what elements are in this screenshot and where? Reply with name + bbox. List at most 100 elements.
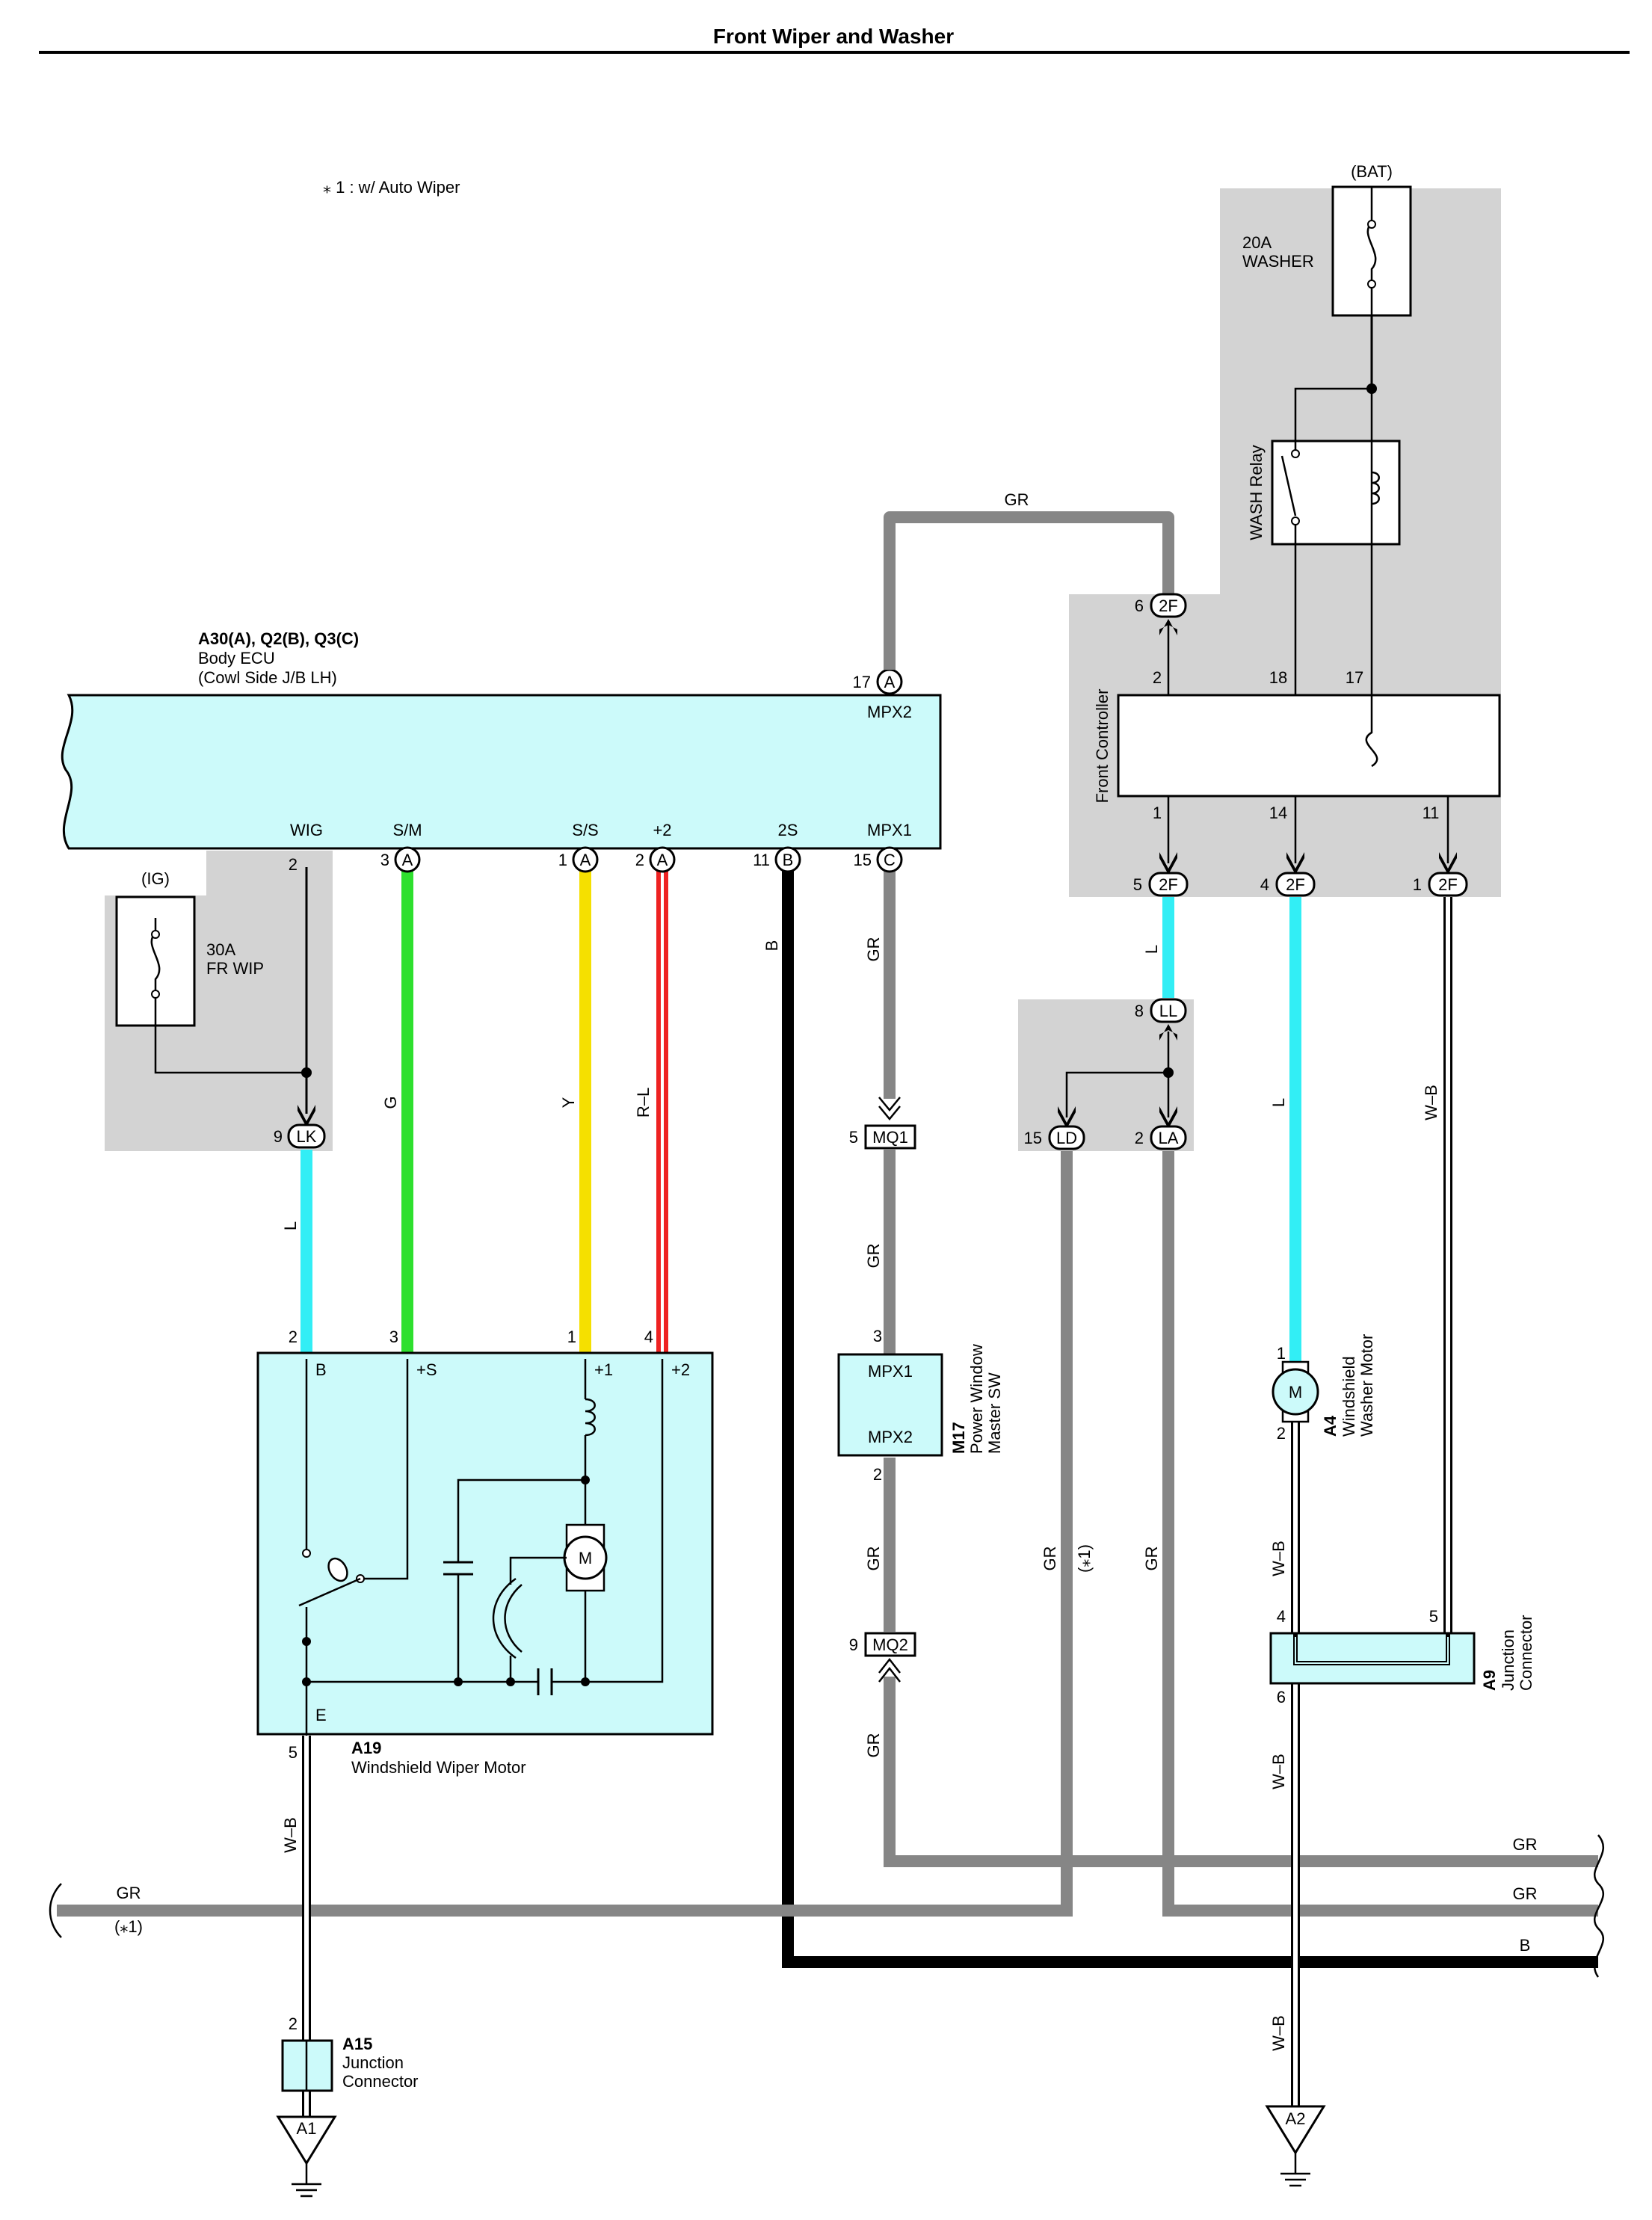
connector-2f-a-code: 2F	[1159, 875, 1178, 894]
jc-a15-pin: 2	[289, 2014, 298, 2033]
connector-mq2-arrow	[878, 1657, 901, 1683]
wiper-pin-4-num: 4	[644, 1328, 653, 1346]
wire-gr-mq1-label: GR	[864, 1244, 883, 1268]
wire-wb-a9-label: W–B	[1269, 1754, 1288, 1789]
connector-lk	[287, 1123, 326, 1149]
wiper-pin-1-label: +1	[594, 1360, 613, 1379]
pw-switch-name2: Master SW	[985, 1372, 1004, 1454]
connector-2f-a-arrow	[1159, 852, 1177, 875]
auto-wiper-note: ⁎ 1 : w/ Auto Wiper	[323, 178, 460, 197]
connector-2f-top	[1150, 593, 1187, 618]
wire-wb-washer-label: W–B	[1269, 1541, 1288, 1576]
pw-switch-pin-out: 2	[873, 1465, 882, 1484]
relay-switch-contact	[1291, 517, 1300, 525]
wiper-pin-4-label: +2	[671, 1360, 690, 1379]
wiper-pin-s-label: +S	[416, 1360, 437, 1379]
connector-2f-c-arrow	[1439, 852, 1457, 875]
jc-a9-box	[1269, 1632, 1476, 1685]
wire-gr-bus1-label: GR	[1513, 1835, 1538, 1854]
connector-ld-num: 15	[1024, 1129, 1042, 1147]
connector-ll-num: 8	[1135, 1002, 1144, 1020]
ecu-pin-sm-conn: A	[402, 851, 413, 869]
ecu-pin-ss-conn: A	[580, 851, 591, 869]
wire-wb-wiper-label: W–B	[281, 1817, 300, 1853]
wire-gr-mpx2-label: GR	[1005, 490, 1029, 509]
jc-a15-name2: Connector	[342, 2072, 419, 2091]
pw-switch-label1: MPX1	[868, 1362, 913, 1381]
connector-mq2-code: MQ2	[872, 1635, 908, 1654]
ecu-pin-mpx1-marker	[876, 846, 903, 873]
jc-a9-pin4: 4	[1277, 1607, 1286, 1626]
fuse-bat-term-top	[1367, 220, 1376, 229]
wire-gr-bus3-label: GR	[1513, 1884, 1538, 1903]
connector-mq1-code: MQ1	[872, 1128, 908, 1147]
wire-gr-bus3	[1162, 1151, 1598, 1917]
ecu-pin-mpx1-num: 15	[854, 851, 872, 869]
washer-motor-id: A4	[1321, 1415, 1340, 1437]
wire-gr-mpx2	[884, 511, 1174, 670]
fc-top-pin-2: 2	[1153, 668, 1162, 687]
wiper-pin-e-num: 5	[289, 1743, 298, 1762]
lk-arrow	[298, 1105, 315, 1127]
washer-motor-name2: Washer Motor	[1357, 1334, 1376, 1437]
connector-la-arrow	[1159, 1106, 1177, 1129]
connector-mq1	[864, 1124, 916, 1150]
ecu-pin-2s-conn: B	[783, 851, 794, 869]
fuse-bat-source: (BAT)	[1351, 162, 1393, 181]
wire-wb-a2-label: W–B	[1269, 2015, 1288, 2051]
jc-a15-id: A15	[342, 2035, 372, 2053]
wire-l-2f-ll-label: L	[1142, 945, 1161, 954]
ecu-pin-mpx2-conn: A	[884, 673, 896, 691]
connector-la	[1150, 1125, 1187, 1150]
ecu-pin-mpx2-num: 17	[853, 673, 871, 691]
washer-motor-circle	[1272, 1368, 1319, 1416]
wiper-pin-e-label: E	[315, 1706, 327, 1724]
left-break-mark	[49, 1883, 62, 1938]
wire-g-label: G	[381, 1096, 400, 1109]
fuse-ig-wire	[154, 998, 306, 1074]
connector-mq2	[864, 1632, 916, 1657]
ecu-pin-plus2-num: 2	[635, 851, 644, 869]
fc-bot-pin-11: 11	[1423, 804, 1440, 822]
relay-switch-blade	[1280, 455, 1297, 517]
jc-a15-name1: Junction	[342, 2053, 404, 2072]
jc-a9-id: A9	[1480, 1670, 1499, 1691]
front-controller-internal	[1365, 695, 1378, 768]
wire-gr-bus2-label: GR	[117, 1884, 141, 1902]
jb-splice	[1163, 1067, 1174, 1078]
fc-bot-pin-14: 14	[1269, 804, 1287, 822]
connector-2f-c-num: 1	[1413, 875, 1422, 894]
fuse-ig-splice	[301, 1067, 312, 1078]
wire-gr-m17-label: GR	[864, 1547, 883, 1571]
connector-la-num: 2	[1135, 1129, 1144, 1147]
washer-motor-m: M	[1289, 1383, 1302, 1402]
wiper-motor-box	[256, 1351, 714, 1736]
ecu-pin-2s-marker	[774, 846, 801, 873]
wire-b-label: B	[762, 940, 781, 952]
connector-2f-a-num: 5	[1133, 875, 1142, 894]
wiper-motor-id: A19	[351, 1739, 381, 1757]
ground-a2-label: A2	[1286, 2109, 1306, 2128]
wire-b-right-label: B	[1520, 1936, 1531, 1955]
wiper-pin-b-label: B	[315, 1360, 327, 1379]
wire-gr-bus2	[57, 1151, 1073, 1917]
connector-mq1-arrow	[878, 1097, 901, 1120]
ecu-pin-mpx2-label: MPX2	[867, 703, 912, 721]
connector-ld-arrow	[1058, 1106, 1076, 1129]
fuse-bat-term-bot	[1367, 280, 1376, 289]
relay-coil-icon	[1371, 471, 1380, 505]
ecu-pin-sm-marker	[394, 846, 421, 873]
pw-switch-id: M17	[949, 1422, 968, 1454]
wiper-pin-b-num: 2	[289, 1328, 298, 1346]
connector-ll-code: LL	[1159, 1002, 1177, 1020]
ground-a1-label: A1	[297, 2119, 317, 2138]
fuse-bat-rating: 20A	[1242, 233, 1272, 252]
ground-a1-icon	[276, 2115, 337, 2198]
fc-top-pin-18: 18	[1269, 668, 1287, 687]
washer-pin-out: 2	[1277, 1424, 1286, 1443]
ecu-label-mpx1: MPX1	[867, 821, 912, 839]
pw-switch-label2: MPX2	[868, 1428, 913, 1446]
wire-wb-2f-label: W–B	[1422, 1085, 1440, 1120]
connector-2f-a	[1148, 872, 1189, 897]
